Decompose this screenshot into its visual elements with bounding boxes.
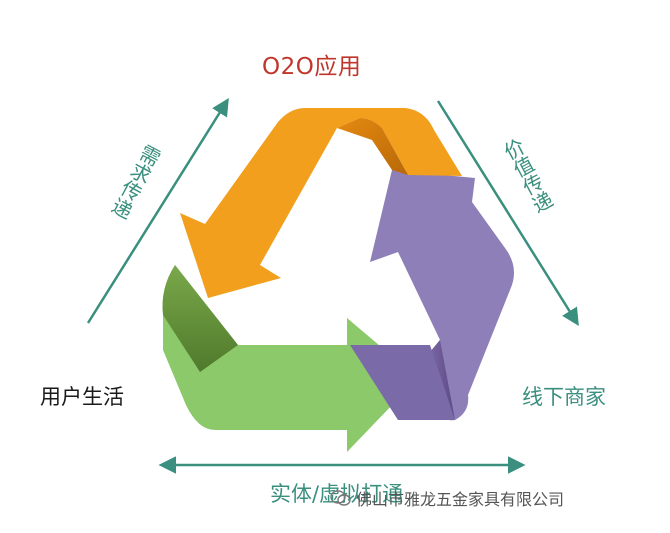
green-cycle-arrow — [162, 265, 418, 452]
watermark: 佛山市雅龙五金家具有限公司 — [330, 486, 564, 510]
demand-flow-arrow — [86, 98, 229, 324]
wechat-icon — [330, 489, 352, 507]
watermark-text: 佛山市雅龙五金家具有限公司 — [356, 490, 565, 509]
diagram-title: O2O应用 — [262, 54, 362, 80]
user-life-label: 用户生活 — [40, 385, 124, 409]
online-offline-label: 实体/虚拟打通 — [270, 482, 404, 506]
orange-cycle-arrow — [180, 108, 462, 298]
value-flow-arrow — [436, 100, 579, 326]
purple-cycle-arrow — [350, 170, 514, 421]
offline-merchant-label: 线下商家 — [522, 385, 606, 409]
